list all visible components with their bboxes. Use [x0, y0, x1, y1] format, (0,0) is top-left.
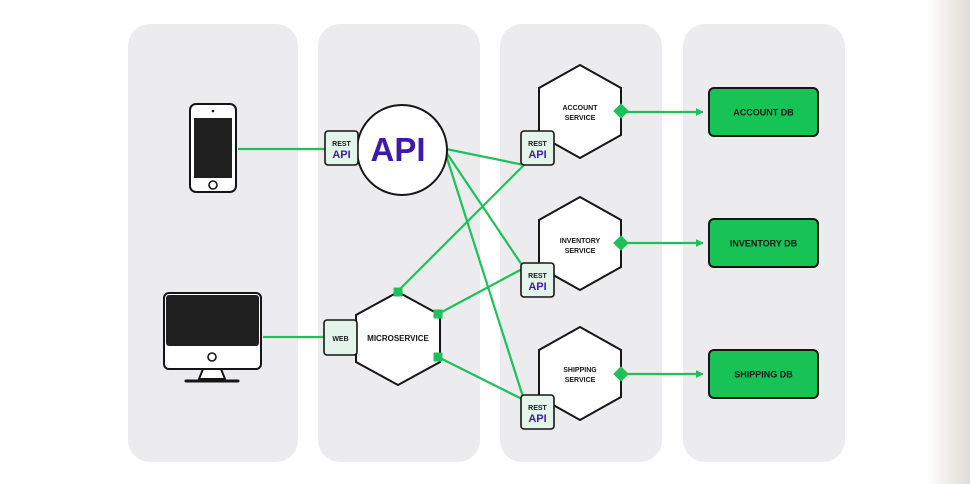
- rest-tag-line1: REST: [332, 141, 351, 148]
- micro-to-inventory-line: [437, 267, 525, 315]
- shipping-service-label-line2: SERVICE: [565, 377, 596, 384]
- microservice-top-dot: [393, 287, 403, 297]
- rest-tag-line1: REST: [528, 405, 547, 412]
- inventory-db: INVENTORY DB: [708, 218, 819, 268]
- web-tag-label: WEB: [332, 336, 348, 343]
- rest-tag-line2: API: [528, 281, 546, 293]
- api-to-shipping-line: [444, 154, 526, 401]
- account-service-label-line2: SERVICE: [565, 115, 596, 122]
- api-to-inventory-line: [445, 151, 525, 269]
- account-db: ACCOUNT DB: [708, 87, 819, 137]
- microservice-right-top-dot: [433, 309, 443, 319]
- micro-to-account-line: [396, 164, 525, 293]
- api-to-account-line: [445, 147, 525, 167]
- shipping-service-node: SHIPPING SERVICE: [538, 325, 622, 422]
- micro-to-shipping-line: [437, 356, 525, 401]
- web-tag: WEB: [323, 319, 358, 356]
- microservice-label: MICROSERVICE: [367, 334, 429, 343]
- microservice-node: MICROSERVICE: [355, 290, 441, 387]
- rest-api-tag-gateway: REST API: [324, 130, 359, 166]
- shipping-service-label-line1: SHIPPING: [563, 367, 597, 374]
- inventory-service-node: INVENTORY SERVICE: [538, 195, 622, 292]
- inventory-service-port: [613, 235, 629, 251]
- rest-tag-line2: API: [528, 149, 546, 161]
- rest-tag-line1: REST: [528, 141, 547, 148]
- account-service-node: ACCOUNT SERVICE: [538, 63, 622, 160]
- rest-api-tag-inventory: REST API: [520, 262, 555, 298]
- shipping-db-label: SHIPPING DB: [734, 370, 793, 380]
- clients-column: [128, 24, 298, 462]
- rest-tag-line1: REST: [528, 273, 547, 280]
- account-db-label: ACCOUNT DB: [733, 108, 794, 118]
- gateway-column: [318, 24, 480, 462]
- inventory-service-label-line1: INVENTORY: [560, 238, 601, 245]
- rest-tag-line2: API: [528, 413, 546, 425]
- smartphone-icon: [189, 103, 237, 193]
- rest-api-tag-shipping: REST API: [520, 394, 555, 430]
- inventory-service-label-line2: SERVICE: [565, 248, 596, 255]
- shipping-db: SHIPPING DB: [708, 349, 819, 399]
- background-edge: [928, 0, 970, 484]
- microservice-right-bottom-dot: [433, 352, 443, 362]
- api-gateway-label: API: [370, 131, 425, 168]
- account-service-label-line1: ACCOUNT: [563, 105, 599, 112]
- rest-api-tag-account: REST API: [520, 130, 555, 166]
- rest-tag-line2: API: [332, 149, 350, 161]
- api-gateway: API: [356, 104, 448, 196]
- inventory-db-label: INVENTORY DB: [730, 239, 798, 249]
- desktop-monitor-icon: [163, 292, 262, 383]
- connections: [238, 108, 704, 401]
